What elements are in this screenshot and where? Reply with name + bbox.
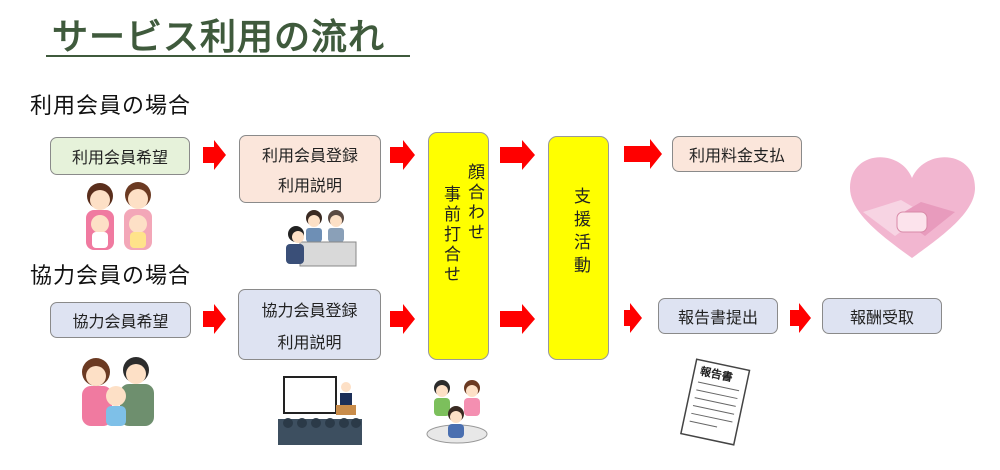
reward-box: 報酬受取	[822, 298, 942, 334]
helper-register-label: 協力会員登録	[261, 300, 358, 320]
user-explanation-label: 利用説明	[277, 176, 342, 195]
arrow-right-icon	[790, 303, 811, 333]
helper-register-box: 協力会員登録 利用説明	[238, 289, 381, 360]
support-label: 支援活動	[570, 187, 590, 279]
meeting-label-1: 顔合わせ	[464, 163, 484, 243]
page-title: サービス利用の流れ	[52, 17, 386, 58]
mothers-with-babies-illustration	[86, 182, 152, 250]
user-request-label: 利用会員希望	[71, 148, 168, 167]
report-submit-box: 報告書提出	[658, 298, 778, 334]
report-submit-label: 報告書提出	[677, 308, 758, 327]
arrow-right-icon	[390, 304, 415, 334]
heart-handshake-icon	[850, 157, 975, 258]
user-request-box: 利用会員希望	[50, 137, 190, 175]
seminar-illustration	[278, 376, 362, 445]
arrow-right-icon	[500, 140, 535, 170]
support-box: 支援活動	[548, 136, 609, 360]
user-case-heading: 利用会員の場合	[30, 94, 192, 119]
arrow-right-icon	[390, 140, 415, 170]
arrow-right-icon	[500, 304, 535, 334]
reward-label: 報酬受取	[849, 308, 914, 327]
title-underline	[46, 55, 410, 57]
meeting-label-2: 事前打合せ	[440, 185, 460, 285]
helper-explanation-label: 利用説明	[277, 332, 342, 352]
arrow-right-icon	[203, 140, 226, 170]
payment-label: 利用料金支払	[688, 146, 785, 165]
user-register-label: 利用会員登録	[261, 146, 358, 165]
interview-illustration	[286, 210, 357, 267]
meeting-people-illustration	[426, 380, 488, 444]
arrow-right-icon	[624, 139, 662, 169]
meeting-box: 顔合わせ 事前打合せ	[428, 132, 489, 360]
arrow-right-icon	[624, 303, 642, 333]
user-register-box: 利用会員登録 利用説明	[239, 135, 381, 203]
helper-case-heading: 協力会員の場合	[30, 264, 192, 289]
helper-request-label: 協力会員希望	[72, 312, 169, 331]
helper-request-box: 協力会員希望	[50, 302, 191, 338]
payment-box: 利用料金支払	[672, 136, 802, 172]
report-document-illustration	[680, 358, 751, 446]
family-illustration	[82, 357, 154, 426]
arrow-right-icon	[203, 304, 226, 334]
